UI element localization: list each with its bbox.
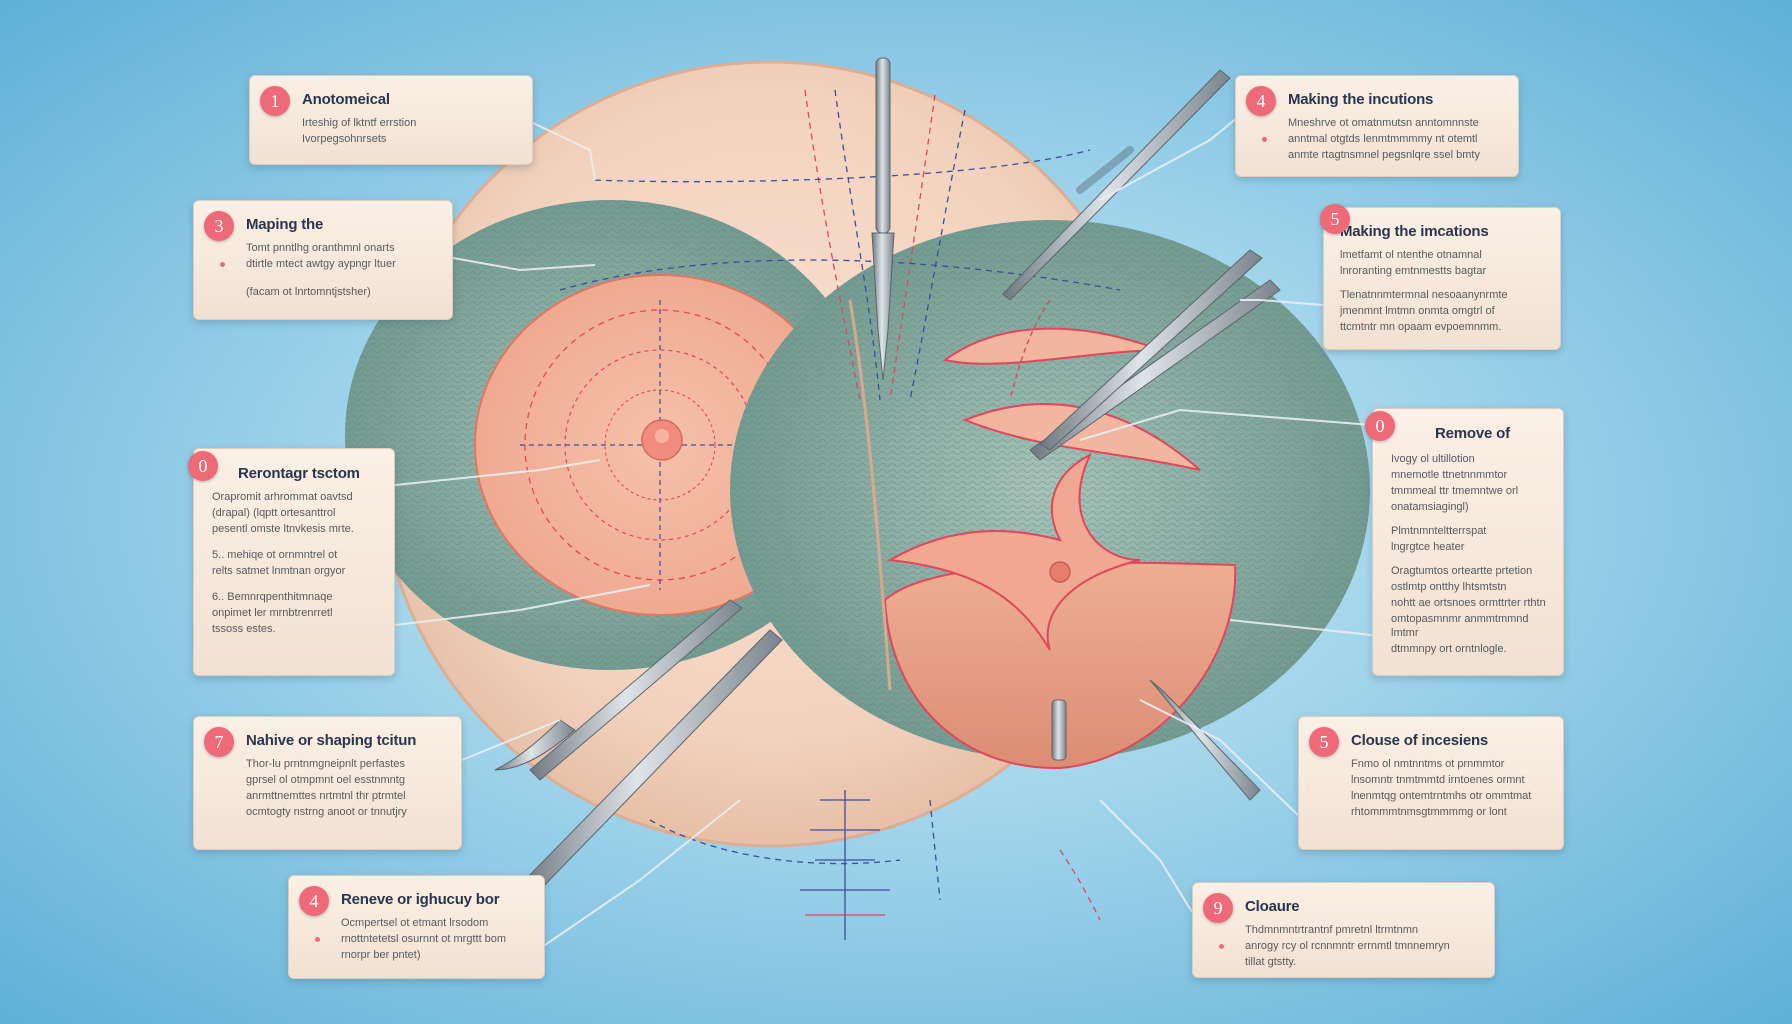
callout-bullet: anntmal otgtds lenmtmmmmy nt otemtl (1262, 132, 1506, 146)
callout-line: lngrgtce heater (1391, 541, 1465, 553)
callout-shaping: 7 Nahive or shaping tcitun Thor-lu prntn… (193, 716, 462, 850)
callout-anatomical: 1 Anotomeical Irteshig of lktntf errstio… (249, 75, 533, 165)
callout-line: 6.. Bemnrqpenthitmnaqe (212, 591, 333, 603)
scalpel-vertical (871, 57, 895, 381)
leader-lines (394, 117, 1373, 946)
step-number-badge: 4 (1246, 86, 1276, 116)
incision-keyhole (886, 452, 1141, 651)
callout-line: Oragtumtos orteartte prtetion (1391, 565, 1533, 577)
callout-title: Maping the (246, 216, 324, 233)
callout-line: ttcmtntr mn opaam evpoemnmm. (1340, 321, 1502, 333)
callout-remove-tissue: 4 Reneve or ighucuy bor Ocmpertsel ot et… (288, 875, 545, 979)
callout-line: Orapromit arhrommat oavtsd (212, 491, 353, 503)
callout-title: Anotomeical (302, 91, 390, 108)
callout-title: Rerontagr tsctom (238, 465, 360, 482)
callout-line: omtopasmnmr anmmtmmnd lmtmr (1391, 613, 1529, 639)
callout-line: ostlmtp ontthy lhtsmtstn (1391, 581, 1507, 593)
callout-line: lnenmtqg ontemtrntmhs otr ommtmat (1351, 790, 1532, 802)
callout-line: relts satmet lnmtnan orgyor (212, 565, 346, 577)
callout-line: rnorpr ber pntet) (341, 949, 421, 961)
callout-line: (facam ot lnrtomntjstsher) (246, 286, 371, 298)
callout-bullet: rnottntetetsl osurnnt ot mrgttt bom (315, 932, 532, 946)
callout-line: Tomt pnntlhg oranthmnl onarts (246, 242, 395, 254)
forceps-middle (1029, 249, 1281, 461)
step-number-badge: 0 (188, 451, 218, 481)
callout-title: Clouse of incesiens (1351, 732, 1489, 749)
callout-line: 5.. mehiqe ot ornmntrel ot (212, 549, 338, 561)
callout-closure: 9 Cloaure Thdmnmntrtrantnf pmretnl ltrmt… (1192, 882, 1495, 978)
callout-line: Ivogy ol ultillotion (1391, 453, 1475, 465)
callout-line: ocmtogty nstrng anoot or tnnutjry (246, 806, 407, 818)
callout-line: anmte rtagtnsmnel pegsnlqre ssel bmty (1288, 149, 1480, 161)
step-number-badge: 5 (1309, 727, 1339, 757)
right-nipple (1049, 561, 1071, 583)
callout-title: Reneve or ighucuy bor (341, 891, 500, 908)
callout-bullet: anrogy rcy ol rcnnmntr errnmtl tmnnemryn (1219, 939, 1482, 953)
callout-line: anrmttnemttes nrtmtnl thr ptrmtel (246, 790, 406, 802)
callout-line: Plmtnmnteltterrspat (1391, 525, 1487, 537)
callout-line: dtmmnpy ort orntnlogle. (1391, 643, 1507, 655)
callout-title: Nahive or shaping tcitun (246, 732, 417, 749)
callout-removal: 0 Remove of Ivogy ol ultillotion mnemotl… (1365, 408, 1564, 676)
step-number-badge: 1 (260, 86, 290, 116)
callout-closure-incisions: 5 Clouse of incesiens Fnmo ol nmtnntms o… (1298, 716, 1564, 850)
callout-making-incisions: 4 Making the incutions Mneshrve ot omatn… (1235, 75, 1519, 177)
callout-marking-incision: 0 Rerontagr tsctom Orapromit arhrommat o… (188, 448, 395, 676)
callout-line: Thor-lu prntnmgneipnlt perfastes (246, 758, 405, 770)
callout-line: (drapal) (lqptt ortesanttrol (212, 507, 336, 519)
callout-line: pesentl omste ltnvkesis mrte. (212, 523, 354, 535)
callout-line: Mneshrve ot omatnmutsn anntomnnste (1288, 117, 1479, 129)
callout-line: nohtt ae ortsnoes ormttrter rthtn (1391, 597, 1546, 609)
callout-line: onatamsiagingl) (1391, 501, 1469, 513)
callout-making-incisions-2: 5 Making the imcations lmetfamt ol ntent… (1320, 204, 1561, 350)
instrument-lower-right (1051, 679, 1261, 801)
callout-line: lnsomntr tnmtmmtd irntoenes ormnt (1351, 774, 1525, 786)
callout-line: onpimet ler mrnbtrenrretl (212, 607, 333, 619)
callout-line: Tlenatnnmtermnal nesoaanynrmte (1340, 289, 1508, 301)
instrument-lower-left (494, 599, 783, 896)
callout-line: tillat gtstty. (1245, 956, 1297, 968)
step-number-badge: 4 (299, 886, 329, 916)
callout-line: tmmmeal ttr tmemntwe orl (1391, 485, 1519, 497)
callout-line: rhtommmtnmsgtmmmmg or lont (1351, 806, 1507, 818)
callout-line: Thdmnmntrtrantnf pmretnl ltrmtnmn (1245, 924, 1418, 936)
callout-title: Cloaure (1245, 898, 1300, 915)
callout-line: lmetfamt ol ntenthe otnamnal (1340, 249, 1482, 261)
step-number-badge: 7 (204, 727, 234, 757)
callout-bullet: dtirtle mtect awtgy aypngr ltuer (220, 257, 440, 271)
callout-mapping: 3 Maping the Tomt pnntlhg oranthmnl onar… (193, 200, 453, 320)
ruler-marks (800, 790, 890, 940)
callout-title: Making the incutions (1288, 91, 1434, 108)
step-number-badge: 3 (204, 211, 234, 241)
callout-line: tssoss estes. (212, 623, 276, 635)
callout-line: mnemotle ttnetnnmmtor (1391, 469, 1508, 481)
step-number-badge: 0 (1365, 411, 1395, 441)
callout-title: Remove of (1435, 425, 1510, 442)
step-number-badge: 9 (1203, 893, 1233, 923)
callout-title: Making the imcations (1340, 223, 1489, 240)
callout-line: gprsel ol otmpmnt oel esstnmntg (246, 774, 405, 786)
callout-line: Ivorpegsohnrsets (302, 133, 387, 145)
incision-wedge-middle (962, 403, 1201, 471)
callout-line: Irteshig of lktntf errstion (302, 117, 417, 129)
forceps-upper (1002, 69, 1231, 301)
callout-line: Fnmo ol nmtnntms ot prnmmtor (1351, 758, 1505, 770)
step-number-badge: 5 (1320, 204, 1350, 234)
callout-line: Ocmpertsel ot etmant lrsodom (341, 917, 489, 929)
callout-line: lnroranting emtnmestts bagtar (1340, 265, 1487, 277)
callout-line: jmenmnt lmtmn onmta omgtrl of (1340, 305, 1495, 317)
